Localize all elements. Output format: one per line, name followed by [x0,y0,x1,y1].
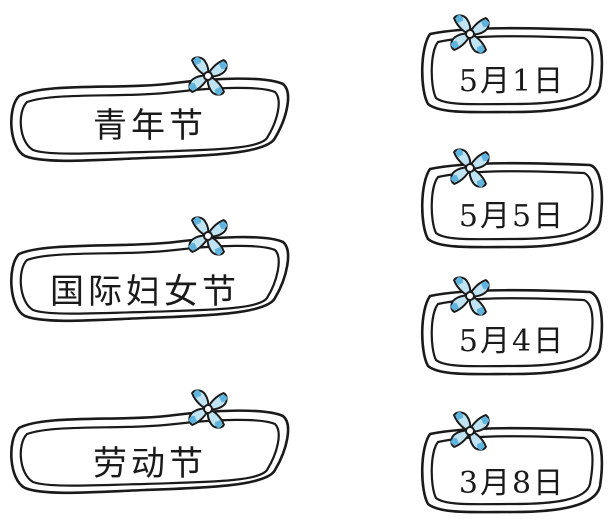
card-frame [420,288,604,376]
card-frame [420,26,604,114]
card-frame [9,409,290,495]
date-label: 3月8日 [458,466,566,501]
holiday-label: 国际妇女节 [50,272,240,312]
pinwheel-icon [450,14,490,54]
holiday-card-youth-day[interactable]: 青年节 [5,68,295,168]
date-label: 5月5日 [458,199,566,234]
holiday-card-womens-day[interactable]: 国际妇女节 [5,228,295,328]
date-label: 5月1日 [458,64,566,99]
card-frame [420,161,604,249]
date-label: 5月4日 [458,324,566,359]
pinwheel-icon [188,389,228,429]
pinwheel-icon [450,148,490,188]
card-frame [420,426,604,514]
holiday-label: 劳动节 [93,444,207,484]
pinwheel-icon [188,56,228,96]
date-card-march-8[interactable]: 3月8日 [418,420,606,520]
date-card-may-5[interactable]: 5月5日 [418,155,606,255]
pinwheel-icon [188,216,228,256]
holiday-card-labor-day[interactable]: 劳动节 [5,400,295,500]
holiday-label: 青年节 [93,106,207,146]
card-frame [9,77,290,163]
date-card-may-1[interactable]: 5月1日 [418,20,606,120]
pinwheel-icon [450,411,490,451]
card-frame [9,235,290,323]
pinwheel-icon [450,276,490,316]
date-card-may-4[interactable]: 5月4日 [418,282,606,382]
